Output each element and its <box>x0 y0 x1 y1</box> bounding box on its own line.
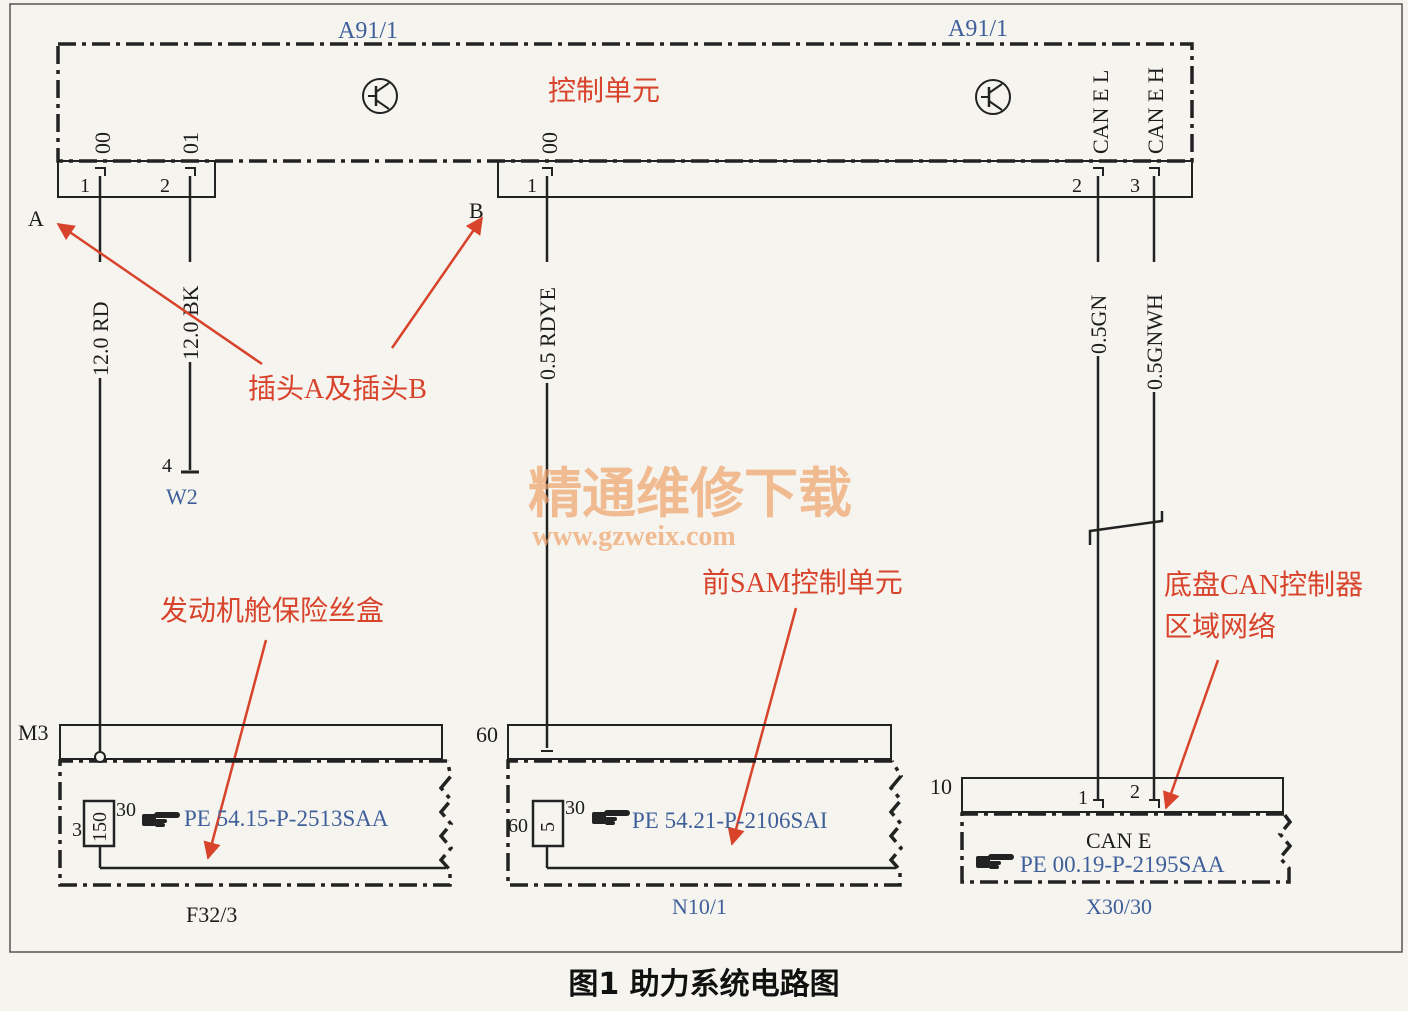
can-pin-1: 1 <box>1078 787 1088 809</box>
terminal-dot <box>94 751 106 763</box>
pin-number: 1 <box>527 175 537 197</box>
sam-pin-60: 60 <box>508 815 528 837</box>
pin-number: 3 <box>1130 175 1140 197</box>
fuse-rating: 150 <box>89 812 111 842</box>
terminal-ticks <box>1093 799 1160 808</box>
pin-number: 2 <box>160 175 170 197</box>
connector-a-label: A <box>28 206 44 231</box>
hand-pointer-icon <box>142 812 180 827</box>
can-ref[interactable]: PE 00.19-P-2195SAA <box>1020 852 1225 877</box>
hand-pointer-icon <box>976 854 1014 869</box>
arrow-to-can <box>1162 659 1220 810</box>
fuse-pin-30: 30 <box>116 799 136 821</box>
sam-pin-60-top: 60 <box>476 722 498 747</box>
m3-label: M3 <box>18 720 49 745</box>
fuse-box-name: F32/3 <box>186 902 237 927</box>
transistor-icon <box>975 79 1011 115</box>
wires <box>98 176 1164 800</box>
pin-number: 1 <box>80 175 90 197</box>
watermark-url: www.gzweix.com <box>532 521 736 552</box>
connector-b <box>497 160 1193 198</box>
sam-name: N10/1 <box>672 894 727 919</box>
w2-label: W2 <box>166 484 198 509</box>
fuse-box-body <box>58 759 454 887</box>
fuse-element <box>82 799 116 848</box>
hand-pointer-icon <box>592 810 630 825</box>
can-box-body <box>960 812 1293 884</box>
can-bus-label: CAN E <box>1086 828 1151 853</box>
sam-annotation: 前SAM控制单元 <box>702 567 903 599</box>
plug-annotation: 插头A及插头B <box>248 373 427 405</box>
sam-ref[interactable]: PE 54.21-P-2106SAI <box>632 808 828 833</box>
wire-label-bk: 12.0 BK <box>178 285 203 360</box>
wire-label-gn: 0.5GN <box>1086 295 1111 354</box>
page-frame <box>9 3 1403 953</box>
fuse-ref[interactable]: PE 54.15-P-2513SAA <box>184 806 389 831</box>
can-name: X30/30 <box>1086 894 1152 919</box>
fuse-box-top <box>59 724 443 760</box>
arrow-to-fuse-box <box>203 639 268 860</box>
pin-label-00-b: 00 <box>537 132 562 154</box>
arrow-to-a <box>56 222 263 366</box>
wire-label-rd: 12.0 RD <box>88 301 113 376</box>
pin-label-00-a: 00 <box>90 132 115 154</box>
sam-fuse-rating: 5 <box>537 822 559 832</box>
pin-label-can-el: CAN E L <box>1088 70 1113 154</box>
pin-label-01: 01 <box>178 132 203 154</box>
sam-pin-30: 30 <box>565 797 585 819</box>
figure-caption: 图1 助力系统电路图 <box>568 967 839 1002</box>
module-label-right: A91/1 <box>948 16 1008 42</box>
can-annotation-line2: 区域网络 <box>1164 611 1276 643</box>
terminal-ticks <box>95 167 1160 176</box>
arrow-to-b <box>390 216 484 349</box>
transistor-icon <box>362 78 398 114</box>
can-pin-2: 2 <box>1130 781 1140 803</box>
wire-label-rdye: 0.5 RDYE <box>535 287 560 380</box>
fuse-box-annotation: 发动机舱保险丝盒 <box>160 595 384 627</box>
connector-a <box>57 160 216 198</box>
sam-box-top <box>507 724 892 760</box>
can-pin-10: 10 <box>930 774 952 799</box>
fuse-pin-3: 3 <box>72 819 82 841</box>
can-box-top <box>961 777 1284 813</box>
watermark-title: 精通维修下载 <box>528 464 852 524</box>
module-label-left: A91/1 <box>338 18 398 44</box>
can-annotation-line1: 底盘CAN控制器 <box>1164 569 1363 601</box>
pin-number: 2 <box>1072 175 1082 197</box>
wire-label-gnwh: 0.5GNWH <box>1142 294 1167 390</box>
w2-pin-number: 4 <box>162 455 172 477</box>
pin-label-can-eh: CAN E H <box>1143 67 1168 154</box>
control-unit-label: 控制单元 <box>548 75 660 107</box>
